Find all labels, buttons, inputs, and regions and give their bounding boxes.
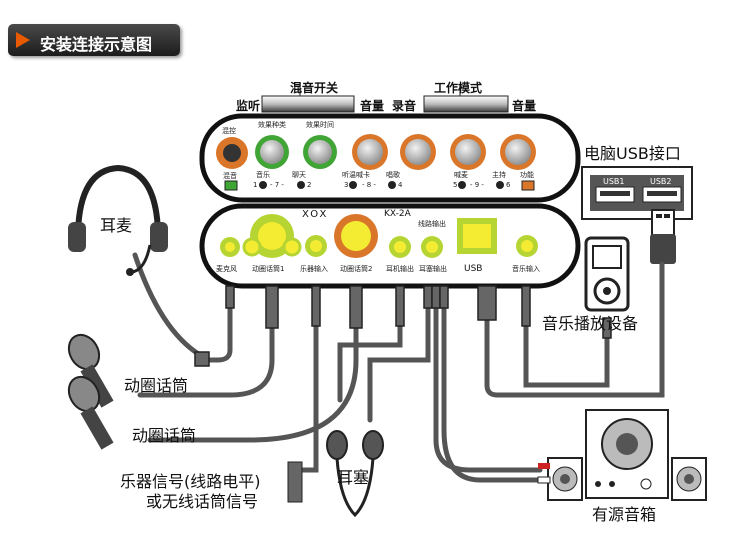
btn-label-music: 音乐 xyxy=(256,171,270,179)
usb2-label: USB2 xyxy=(650,177,672,186)
title-banner: 安装连接示意图 xyxy=(8,24,180,56)
port-label-instrument: 乐器输入 xyxy=(300,265,328,273)
btn-label-host: 主持 xyxy=(492,171,506,179)
earbuds-label: 耳塞 xyxy=(337,468,370,487)
group-mark-9: - 9 - xyxy=(470,181,484,189)
volume-label-left: 音量 xyxy=(360,99,385,113)
knob-label-effect-type: 效果种类 xyxy=(258,121,286,129)
monitor-label: 监听 xyxy=(236,99,261,113)
dynamic-mic-icon-2 xyxy=(67,375,114,450)
usb-plug-icon xyxy=(651,209,675,237)
btn-num-1: 1 xyxy=(253,181,258,189)
btn-label-mix: 混音 xyxy=(223,172,237,180)
line-out-label: 线路输出 xyxy=(418,220,446,228)
device-top-panel xyxy=(199,113,581,203)
instrument-plug-icon xyxy=(287,461,303,503)
instrument-label-line2: 或无线话筒信号 xyxy=(146,492,259,511)
mode-bar xyxy=(423,95,509,113)
btn-num-4: 4 xyxy=(398,181,403,189)
port-label-dyn1: 动圈话筒1 xyxy=(252,265,285,273)
headset-icon xyxy=(68,164,168,276)
btn-num-2: 2 xyxy=(307,181,312,189)
speakers-label: 有源音箱 xyxy=(592,505,657,524)
port-label-dyn2: 动圈话筒2 xyxy=(340,265,373,273)
group-mark-8: - 8 - xyxy=(362,181,376,189)
headset-label: 耳麦 xyxy=(100,216,133,235)
dyn-mic-label-1: 动圈话筒 xyxy=(124,376,189,395)
active-speakers-icon xyxy=(537,409,707,501)
record-label: 录音 xyxy=(392,99,417,113)
port-label-mic: 麦克风 xyxy=(216,265,237,273)
group-mark-7: - 7 - xyxy=(270,181,284,189)
btn-label-sing: 唱歌 xyxy=(386,171,400,179)
port-label-headphone: 耳机输出 xyxy=(386,265,414,273)
knob-label-mix: 混控 xyxy=(222,127,236,135)
knob-label-effect-time: 效果时间 xyxy=(306,121,334,129)
btn-num-3: 3 xyxy=(344,181,349,189)
port-label-music-in: 音乐输入 xyxy=(512,265,540,273)
btn-label-ktv: 听温喊卡 xyxy=(342,171,370,179)
mix-switch-header: 混音开关 xyxy=(290,81,339,95)
btn-label-shout: 喊麦 xyxy=(454,171,468,179)
btn-label-function: 功能 xyxy=(520,171,534,179)
function-button xyxy=(521,180,535,191)
dyn-mic-label-2: 动圈话筒 xyxy=(132,426,197,445)
btn-num-5: 5 xyxy=(453,181,458,189)
port-label-earbud: 耳塞输出 xyxy=(419,265,447,273)
earbuds-icon xyxy=(326,430,384,518)
plug-icons xyxy=(194,285,612,367)
instrument-label-line1: 乐器信号(线路电平) xyxy=(120,472,261,491)
btn-num-6: 6 xyxy=(506,181,511,189)
port-label-usb: USB xyxy=(464,264,483,274)
volume-label-right: 音量 xyxy=(512,99,537,113)
page-title: 安装连接示意图 xyxy=(40,35,153,54)
pc-usb-label: 电脑USB接口 xyxy=(584,144,681,163)
mix-button xyxy=(224,180,238,191)
work-mode-header: 工作模式 xyxy=(434,81,483,95)
mix-switch-bar xyxy=(261,95,355,113)
usb1-label: USB1 xyxy=(603,177,625,186)
arrow-icon xyxy=(16,32,30,48)
music-player-label: 音乐播放设备 xyxy=(542,314,639,333)
cables xyxy=(132,252,665,483)
dynamic-mic-icon-1 xyxy=(67,333,114,408)
brand-logo: XOX xyxy=(302,209,329,220)
model-name: KX-2A xyxy=(384,209,411,219)
btn-label-chat: 聊天 xyxy=(292,171,306,179)
